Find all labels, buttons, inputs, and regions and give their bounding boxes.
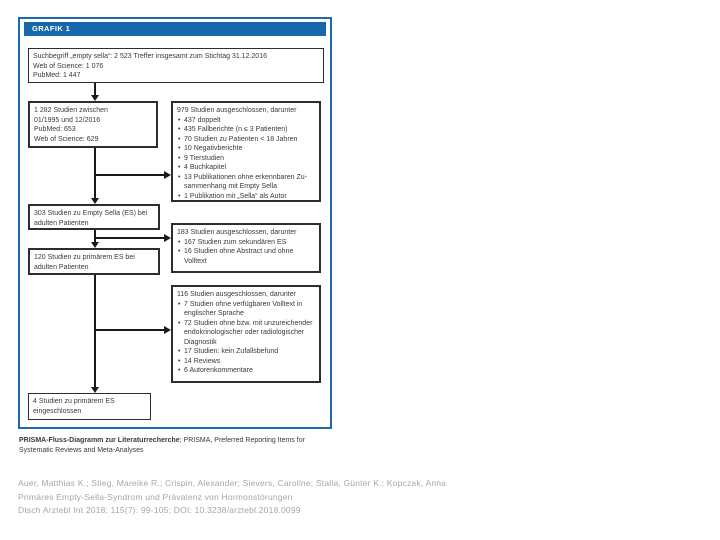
figure-header-bar: GRAFIK 1 (24, 22, 326, 36)
excluded-1-item: 9 Tierstudien (177, 154, 315, 164)
excluded-1-item: 10 Negativberichte (177, 144, 315, 154)
included-line-1: 4 Studien zu primärem ES (33, 398, 115, 405)
caption-title: PRISMA-Fluss-Diagramm zur Literaturreche… (19, 437, 180, 444)
flow-box-included: 4 Studien zu primärem ES eingeschlossen (28, 393, 151, 420)
excluded-2-title: 183 Studien ausgeschlossen, darunter (177, 229, 297, 236)
citation-source: Dtsch Arztebl Int 2018; 115(7): 99-105; … (18, 505, 301, 515)
search-line-total: Suchbegriff „empty sella“: 2 523 Treffer… (33, 53, 267, 60)
arrow-down-icon (91, 242, 99, 248)
excluded-1-item: 70 Studien zu Patienten < 18 Jahren (177, 135, 315, 145)
arrow-right-icon (164, 234, 171, 242)
flow-box-screened: 1 282 Studien zwischen 01/1995 und 12/20… (28, 101, 158, 148)
flow-box-search-results: Suchbegriff „empty sella“: 2 523 Treffer… (28, 48, 324, 83)
arrow-down-icon (91, 387, 99, 393)
flow-box-primary-es: 120 Studien zu primärem ES bei adulten P… (28, 248, 160, 275)
excluded-3-item: 17 Studien: kein Zufallsbefund (177, 347, 315, 357)
flow-box-excluded-2: 183 Studien ausgeschlossen, darunter 167… (171, 223, 321, 273)
arrow-down-icon (91, 95, 99, 101)
excluded-1-item: 437 doppelt (177, 116, 315, 126)
arrow-right-icon (164, 326, 171, 334)
excluded-1-item: 13 Publikationen ohne erkennbaren Zu- sa… (177, 173, 315, 192)
excluded-3-title: 116 Studien ausgeschlossen, darunter (177, 291, 296, 298)
figure-label: GRAFIK 1 (32, 24, 71, 33)
flow-box-es-adult: 303 Studien zu Empty Sella (ES) bei adul… (28, 204, 160, 230)
connector-line (94, 275, 96, 388)
screened-line-1: 1 282 Studien zwischen (34, 107, 108, 114)
article-citation: Auer, Matthias K.; Stieg, Mareike R.; Cr… (18, 477, 508, 518)
connector-line (94, 83, 96, 96)
included-line-2: eingeschlossen (33, 407, 82, 415)
excluded-3-item: 7 Studien ohne verfügbaren Volltext in e… (177, 300, 315, 319)
connector-line (95, 237, 164, 239)
primary-es-line-1: 120 Studien zu primärem ES bei (34, 254, 135, 261)
connector-line (94, 230, 96, 243)
screened-line-3: PubMed: 653 (34, 126, 76, 133)
caption-rest: ; PRISMA, Preferred Reporting Items for … (19, 437, 305, 454)
figure-caption: PRISMA-Fluss-Diagramm zur Literaturreche… (19, 436, 337, 455)
screened-line-4: Web of Science: 629 (34, 135, 99, 143)
arrow-right-icon (164, 171, 171, 179)
excluded-2-item: 16 Studien ohne Abstract und ohne Vollte… (177, 247, 315, 266)
search-line-pubmed: PubMed: 1 447 (33, 72, 81, 79)
connector-line (94, 148, 96, 199)
excluded-1-title: 979 Studien ausgeschlossen, darunter (177, 107, 297, 114)
screened-line-2: 01/1995 und 12/2016 (34, 116, 101, 124)
excluded-3-item: 14 Reviews (177, 357, 315, 367)
excluded-1-item: 1 Publikation mit „Sella“ als Autor (177, 192, 315, 202)
arrow-down-icon (91, 198, 99, 204)
primary-es-line-2: adulten Patienten (34, 263, 89, 271)
search-line-wos: Web of Science: 1 076 (33, 62, 104, 70)
citation-title: Primäres Empty-Sella-Syndrom und Prävale… (18, 491, 293, 502)
excluded-1-item: 435 Fallberichte (n ≤ 3 Patienten) (177, 125, 315, 135)
citation-authors: Auer, Matthias K.; Stieg, Mareike R.; Cr… (18, 478, 447, 488)
excluded-3-item: 6 Autorenkommentare (177, 366, 315, 376)
excluded-2-item: 167 Studien zum sekundären ES (177, 238, 315, 248)
flow-box-excluded-1: 979 Studien ausgeschlossen, darunter 437… (171, 101, 321, 202)
es-adult-line-2: adulten Patienten (34, 219, 89, 227)
connector-line (95, 174, 164, 176)
connector-line (95, 329, 164, 331)
excluded-3-item: 72 Studien ohne bzw. mit unzureichender … (177, 319, 315, 348)
flow-box-excluded-3: 116 Studien ausgeschlossen, darunter 7 S… (171, 285, 321, 383)
es-adult-line-1: 303 Studien zu Empty Sella (ES) bei (34, 210, 148, 217)
excluded-1-item: 4 Buchkapitel (177, 163, 315, 173)
